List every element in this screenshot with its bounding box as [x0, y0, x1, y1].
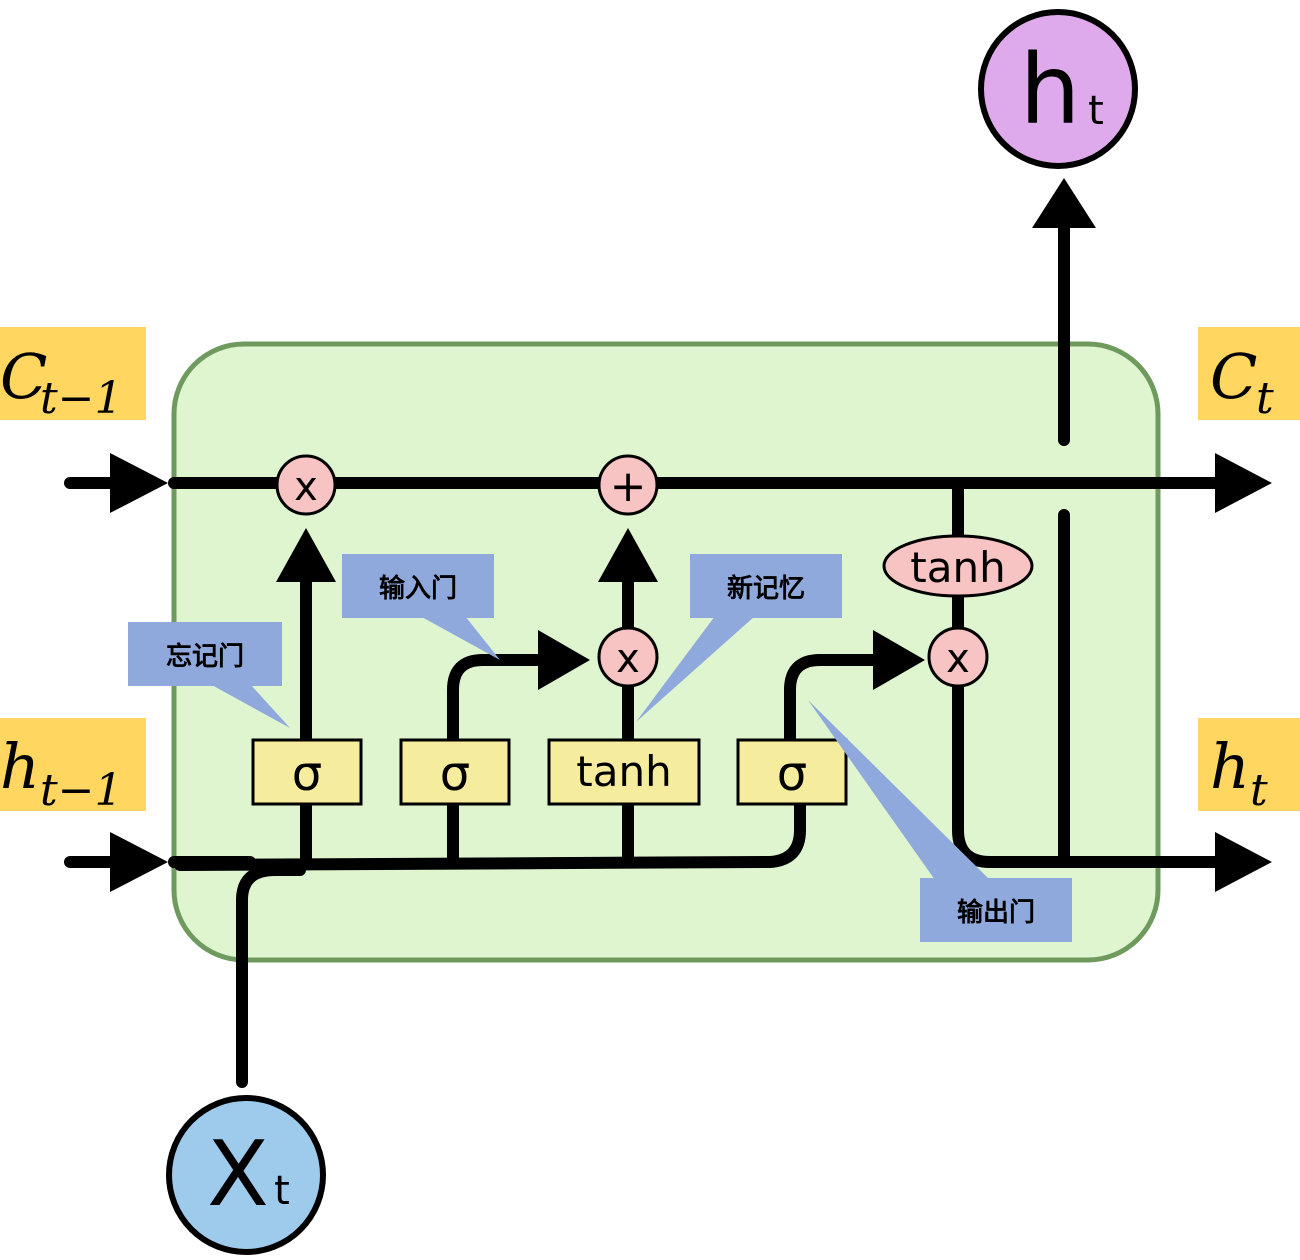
forget-callout-box — [128, 622, 282, 686]
c-next-sub: t — [1256, 373, 1274, 424]
input-gate-callout: 输入门 — [342, 554, 500, 660]
h-next-label: h t — [1198, 718, 1300, 816]
add-symbol: + — [610, 461, 647, 512]
input-xt-sub: t — [274, 1168, 290, 1214]
h-prev-bg — [0, 718, 146, 811]
forget-up-arrowhead — [276, 528, 336, 582]
output-callout-box — [920, 878, 1072, 942]
forget-callout-pointer — [210, 684, 290, 728]
candidate-gate-box — [547, 738, 701, 806]
new-memory-callout-box — [690, 554, 842, 618]
input-rise-line — [236, 864, 306, 1088]
input-xt-circle — [166, 1095, 326, 1255]
c-exit-arrowhead — [1215, 453, 1272, 513]
input-gate-box — [399, 738, 511, 806]
candidate-gate-label: tanh — [576, 747, 671, 796]
ht-up-arrowhead — [1032, 178, 1096, 228]
add-up-arrowhead — [598, 528, 658, 582]
c-next-base: C — [1210, 340, 1257, 413]
c-entry-arrowhead — [110, 453, 168, 513]
h-next-sub: t — [1250, 765, 1268, 816]
h-exit-arrowhead — [1215, 832, 1272, 892]
input-mult-node — [597, 626, 659, 688]
h-entry-arrowhead — [110, 832, 168, 892]
c-prev-bg — [0, 327, 146, 420]
input-gate-label: σ — [440, 746, 470, 802]
gate-boxes: σ σ tanh σ — [251, 738, 848, 806]
cell-tanh-label: tanh — [910, 543, 1005, 592]
c-prev-base: C — [0, 340, 47, 413]
h-prev-base: h — [0, 730, 40, 803]
output-ht-sub: t — [1088, 88, 1104, 134]
input-callout-text: 输入门 — [379, 573, 457, 604]
new-memory-callout: 新记忆 — [636, 554, 842, 722]
input-right-arrowhead — [538, 630, 590, 690]
forget-gate-label: σ — [292, 746, 322, 802]
output-gate-label: σ — [777, 746, 807, 802]
arrow-heads — [110, 178, 1272, 892]
output-mult-down — [952, 674, 1226, 868]
input-callout-box — [342, 554, 494, 618]
c-prev-label: C t−1 — [0, 327, 146, 424]
input-callout-pointer — [420, 616, 500, 660]
forget-gate-callout: 忘记门 — [128, 622, 290, 728]
output-callout-pointer — [808, 700, 990, 880]
h-next-bg — [1198, 718, 1300, 811]
forget-mult-node — [275, 454, 337, 516]
add-node — [597, 454, 659, 516]
output-gate-line — [784, 654, 881, 746]
hidden-bus-line — [174, 799, 806, 871]
forget-gate-box — [251, 738, 363, 806]
forget-callout-text: 忘记门 — [166, 641, 244, 672]
output-ht-circle — [978, 9, 1138, 169]
output-right-arrowhead — [873, 630, 925, 690]
new-memory-callout-text: 新记忆 — [727, 573, 805, 604]
input-xt-base: X — [207, 1122, 269, 1227]
output-mult-symbol: x — [946, 636, 970, 682]
input-mult-symbol: x — [616, 636, 640, 682]
output-node: h t — [978, 9, 1138, 169]
input-node: X t — [166, 1095, 326, 1255]
output-gate-callout: 输出门 — [808, 700, 1072, 942]
new-memory-callout-pointer — [636, 616, 755, 722]
c-next-bg — [1198, 327, 1300, 420]
c-next-label: C t — [1198, 327, 1300, 424]
cell-tanh-node — [882, 534, 1034, 598]
h-prev-sub: t−1 — [40, 765, 123, 816]
c-prev-sub: t−1 — [40, 373, 123, 424]
pointwise-ops: x + x x tanh — [275, 454, 1034, 688]
output-mult-node — [927, 626, 989, 688]
forget-mult-symbol: x — [294, 464, 318, 510]
input-gate-line — [447, 654, 546, 868]
output-ht-base: h — [1020, 34, 1081, 146]
output-gate-box — [736, 738, 848, 806]
output-callout-text: 输出门 — [957, 897, 1035, 928]
h-prev-label: h t−1 — [0, 718, 146, 816]
h-next-base: h — [1210, 730, 1250, 803]
